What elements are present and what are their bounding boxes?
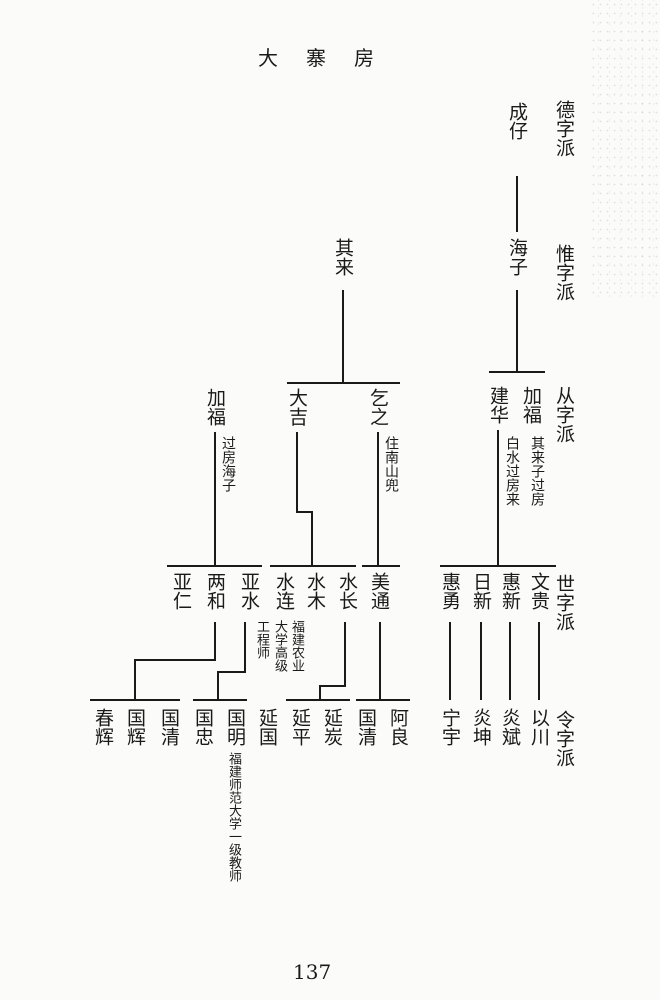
person-guoqing-2: 国清 — [355, 708, 377, 746]
generation-label-de: 德字派 — [553, 100, 575, 157]
line-yashui-sons — [217, 622, 246, 700]
generation-label-ling: 令字派 — [553, 710, 575, 767]
person-shuichang: 水长 — [336, 572, 358, 610]
note-fujian-nongye: 福建农业 — [289, 620, 304, 672]
person-shuimu: 水木 — [304, 572, 326, 610]
person-jiafu-right: 加福 — [520, 386, 542, 424]
line-lianghe-sons — [134, 622, 216, 700]
generation-label-cong: 从字派 — [553, 386, 575, 443]
note-guoming: 福建师范大学一级教师 — [226, 752, 241, 882]
person-yanbin: 炎斌 — [499, 708, 521, 746]
person-yantan: 延炭 — [321, 708, 343, 746]
note-zhu-nanshandou: 住南山兜 — [383, 436, 399, 492]
person-daji: 大吉 — [286, 388, 308, 426]
paper-speckle — [590, 0, 660, 300]
person-huiyong: 惠勇 — [439, 572, 461, 610]
line-daji-sons — [296, 432, 313, 566]
person-yaren: 亚仁 — [170, 572, 192, 610]
note-daxue-gaoji: 大学高级 — [272, 620, 287, 672]
person-qilai: 其来 — [332, 238, 354, 276]
person-guoming: 国明 — [224, 708, 246, 746]
person-yichuan: 以川 — [528, 708, 550, 746]
person-yanping: 延平 — [289, 708, 311, 746]
page-title: 大寨房 — [258, 46, 402, 70]
person-wengui: 文贵 — [528, 572, 550, 610]
generation-label-shi: 世字派 — [553, 574, 575, 631]
person-guoqing-1: 国清 — [158, 708, 180, 746]
person-jianhua: 建华 — [487, 386, 509, 424]
person-haizi: 海子 — [506, 238, 528, 276]
person-lianghe: 两和 — [204, 572, 226, 610]
person-shuilian: 水连 — [273, 572, 295, 610]
line-shuichang-sons — [319, 622, 346, 700]
person-chengzai: 成仔 — [506, 102, 528, 140]
person-qizhi: 乞之 — [367, 388, 389, 426]
note-gongchengshi: 工程师 — [254, 620, 269, 659]
person-huixin: 惠新 — [499, 572, 521, 610]
person-rixin: 日新 — [470, 572, 492, 610]
person-yanguo: 延国 — [256, 708, 278, 746]
person-yashui: 亚水 — [238, 572, 260, 610]
person-meitong: 美通 — [368, 572, 390, 610]
note-baishui-guofanglai: 白水过房来 — [504, 436, 520, 506]
person-jiafu-left: 加福 — [204, 388, 226, 426]
person-guohui: 国辉 — [124, 708, 146, 746]
note-qilaizi-guofang: 其来子过房 — [529, 436, 545, 506]
person-chunhui: 春辉 — [92, 708, 114, 746]
page-number: 137 — [293, 960, 332, 984]
person-aliang: 阿良 — [387, 708, 409, 746]
person-yankun: 炎坤 — [470, 708, 492, 746]
person-ningyu: 宁宇 — [439, 708, 461, 746]
generation-label-wei: 惟字派 — [553, 244, 575, 301]
person-guozhong: 国忠 — [192, 708, 214, 746]
note-guofang-haizi: 过房海子 — [220, 436, 236, 492]
